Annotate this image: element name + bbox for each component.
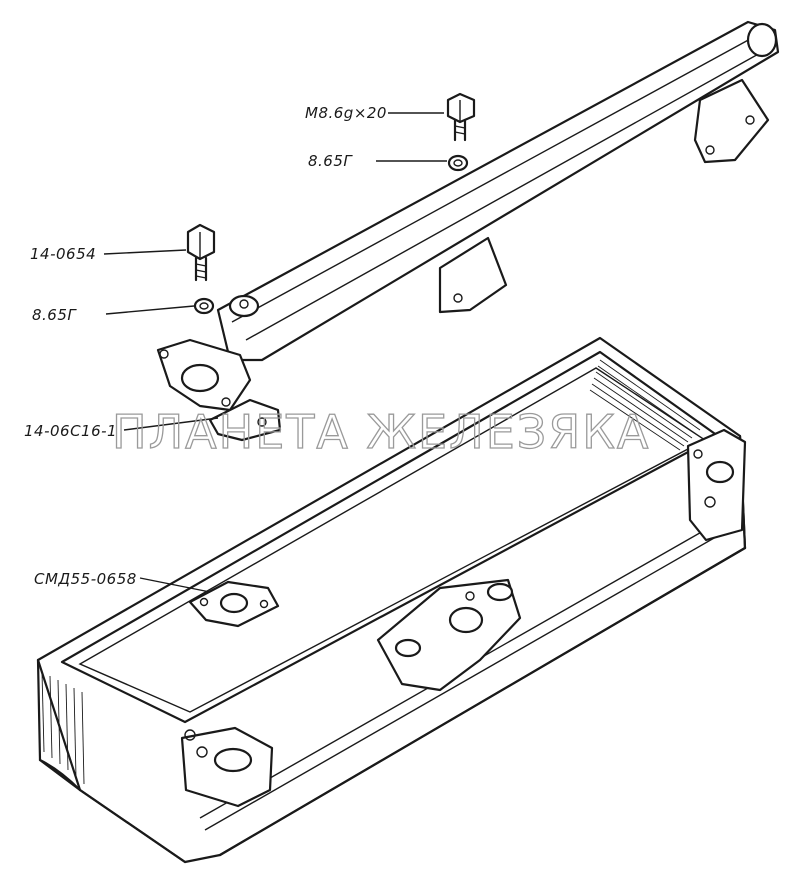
bolt-part bbox=[446, 92, 476, 142]
label-washer-left: 8.65Г bbox=[32, 306, 77, 324]
label-pipe: 14-06С16-1 bbox=[24, 422, 117, 440]
label-washer-top: 8.65Г bbox=[308, 152, 353, 170]
label-gasket: СМД55-0658 bbox=[34, 570, 137, 588]
label-stud: 14-0654 bbox=[30, 245, 96, 263]
washer-top-part bbox=[447, 154, 469, 172]
label-bolt: M8.6g×20 bbox=[305, 104, 387, 122]
pipe-part bbox=[156, 20, 780, 442]
watermark-text: ПЛАНЕТА ЖЕЛЕЗЯКА bbox=[112, 405, 650, 459]
stud-part bbox=[186, 223, 216, 282]
valve-cover bbox=[36, 336, 747, 864]
gasket-part bbox=[188, 580, 280, 628]
washer-left-part bbox=[193, 297, 215, 315]
leader-lines bbox=[103, 112, 447, 593]
